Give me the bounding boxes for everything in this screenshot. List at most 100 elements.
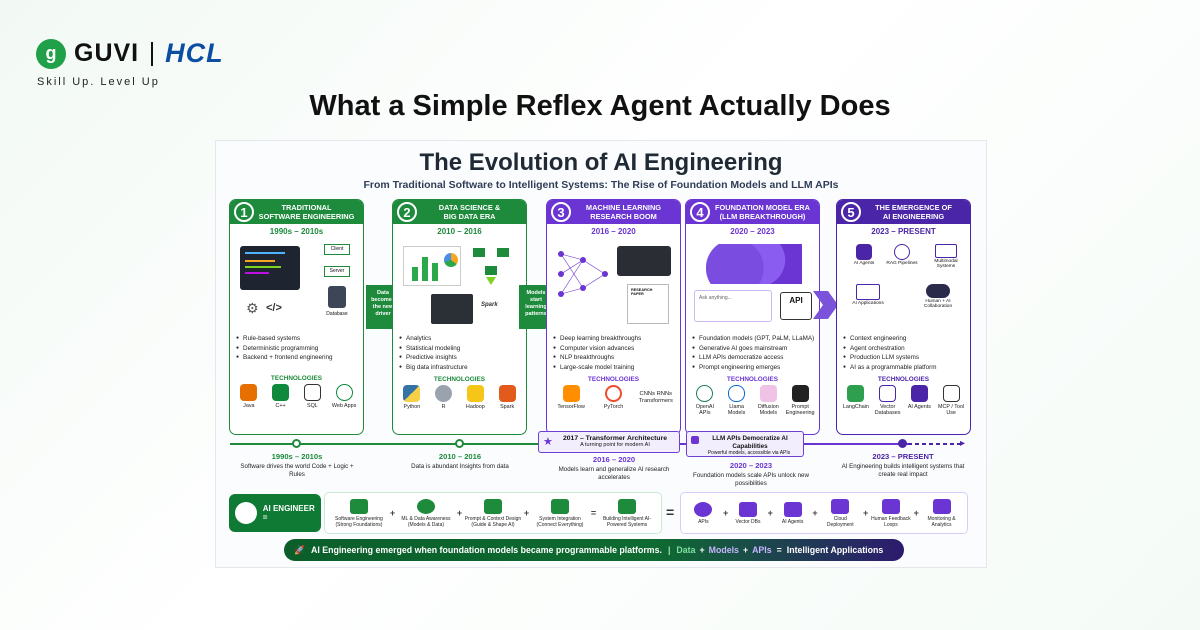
transformer-callout: ★ 2017 – Transformer Architecture A turn… xyxy=(538,431,680,453)
ai-applications-item: AI Applications xyxy=(847,284,889,306)
llm-api-callout: LLM APIs Democratize AI Capabilities Pow… xyxy=(686,431,804,457)
server-box: Server xyxy=(324,266,350,277)
infographic-subtitle: From Traditional Software to Intelligent… xyxy=(363,179,839,191)
formula-item: APIs xyxy=(686,501,720,525)
stage-years: 2010 – 2016 xyxy=(437,227,482,236)
brand-logo: g GUVI HCL xyxy=(36,38,224,69)
globe-icon xyxy=(335,383,353,401)
database-icon xyxy=(879,385,897,402)
timeline-year: 2010 – 2016 xyxy=(438,452,482,461)
tech-architectures: CNNs RNNs Transformers xyxy=(638,391,673,404)
stage-number: 3 xyxy=(551,202,571,222)
formula-item: Software Engineering (Strong Foundations… xyxy=(330,498,388,528)
list-item: Production LLM systems xyxy=(843,353,964,363)
chat-icon xyxy=(483,498,502,514)
cloud-icon xyxy=(706,244,802,284)
code-icon xyxy=(349,498,368,514)
list-item: Computer vision advances xyxy=(553,344,674,354)
collaboration-item: Human + AI Collaboration xyxy=(913,284,963,309)
pytorch-icon xyxy=(604,385,622,402)
r-icon xyxy=(435,385,453,402)
tech-r: R xyxy=(430,385,458,410)
timeline-year: 1990s – 2010s xyxy=(271,452,323,461)
summary-separator: | xyxy=(667,545,671,555)
timeline-year: 2023 – PRESENT xyxy=(872,452,934,461)
database-label: Database xyxy=(326,311,348,317)
formula-item: Monitoring & Analytics xyxy=(922,498,962,528)
tech-spark: Spark xyxy=(493,385,521,410)
formula-item: AI Agents xyxy=(776,501,810,525)
list-item: LLM APIs democratize access xyxy=(692,353,813,363)
timeline-dot xyxy=(292,439,301,448)
timeline-line-dashed xyxy=(908,443,964,445)
formula-item: Human Feedback Loops xyxy=(871,498,911,528)
timeline-desc: AI Engineering builds intelligent system… xyxy=(841,463,965,478)
database-icon xyxy=(738,501,757,517)
technologies-label: TECHNOLOGIES xyxy=(726,376,779,383)
formula-item: Cloud Deployment xyxy=(820,498,860,528)
rocket-icon: 🚀 xyxy=(294,544,305,555)
list-item: Prompt engineering emerges xyxy=(692,363,813,373)
neural-network-icon xyxy=(558,251,608,297)
coffee-icon xyxy=(240,383,258,401)
list-item: NLP breakthroughs xyxy=(553,353,674,363)
tech-ai-agents: AI Agents xyxy=(905,385,933,417)
stage-title: FOUNDATION MODEL ERA(LLM BREAKTHROUGH) xyxy=(715,203,810,221)
spark-icon xyxy=(498,385,516,402)
research-paper-icon: RESEARCH PAPER xyxy=(627,284,669,324)
image-icon xyxy=(935,244,957,258)
tech-vector-db: Vector Databases xyxy=(874,385,902,417)
formula-skills: Software Engineering (Strong Foundations… xyxy=(324,492,662,534)
brain-icon xyxy=(416,498,435,514)
database-icon xyxy=(303,383,321,401)
equals-sign: = xyxy=(666,504,675,520)
stage-card-4: 4 FOUNDATION MODEL ERA(LLM BREAKTHROUGH)… xyxy=(685,199,820,435)
technologies-label: TECHNOLOGIES xyxy=(433,376,486,383)
engineer-icon xyxy=(235,502,257,524)
cplusplus-icon xyxy=(272,383,290,401)
timeline-line-green xyxy=(230,443,540,445)
robot-icon xyxy=(856,244,872,260)
tech-cpp: C++ xyxy=(267,383,295,409)
tech-prompt: Prompt Engineering xyxy=(786,385,815,417)
guvi-logo-icon: g xyxy=(36,38,66,69)
list-item: Statistical modeling xyxy=(399,344,520,354)
timeline-dot xyxy=(455,439,464,448)
bar-chart-icon xyxy=(403,246,461,286)
brand-tagline: Skill Up. Level Up xyxy=(37,76,160,88)
tech-pytorch: PyTorch xyxy=(596,385,630,410)
meta-icon xyxy=(728,385,746,402)
technologies-row: TensorFlow PyTorch CNNs RNNs Transformer… xyxy=(547,383,680,410)
timeline-desc: Models learn and generalize AI research … xyxy=(558,466,670,481)
list-item: Analytics xyxy=(399,334,520,344)
code-tag-icon: </> xyxy=(266,302,282,314)
callout-title: 2017 – Transformer Architecture xyxy=(562,435,667,442)
stage-number: 5 xyxy=(841,202,861,222)
stage-bullets: Foundation models (GPT, PaLM, LLaMA) Gen… xyxy=(686,334,819,372)
callout-subtitle: Powerful models, accessible via APIs xyxy=(707,450,791,456)
tech-llama: Llama Models xyxy=(723,385,751,417)
summary-data: Data xyxy=(676,545,696,555)
list-item: Deterministic programming xyxy=(236,344,357,354)
stage-number: 2 xyxy=(397,202,417,222)
technologies-row: Python R Hadoop Spark xyxy=(393,383,526,410)
hcl-wordmark: HCL xyxy=(165,38,224,68)
formula-stack: APIs + Vector DBs + AI Agents + Cloud De… xyxy=(680,492,968,534)
stage-title: DATA SCIENCE &BIG DATA ERA xyxy=(438,203,501,221)
brand-divider xyxy=(151,41,154,66)
network-icon xyxy=(894,244,910,260)
list-item: Agent orchestration xyxy=(843,344,964,354)
tech-diffusion: Diffusion Models xyxy=(754,385,782,417)
list-item: Generative AI goes mainstream xyxy=(692,344,813,354)
timeline-desc: Software drives the world Code + Logic +… xyxy=(240,463,354,478)
prompt-input-box: Ask anything... xyxy=(694,290,772,322)
formula-item: System Integration (Connect Everything) xyxy=(531,498,589,528)
python-icon xyxy=(403,385,421,402)
technologies-label: TECHNOLOGIES xyxy=(270,374,323,382)
